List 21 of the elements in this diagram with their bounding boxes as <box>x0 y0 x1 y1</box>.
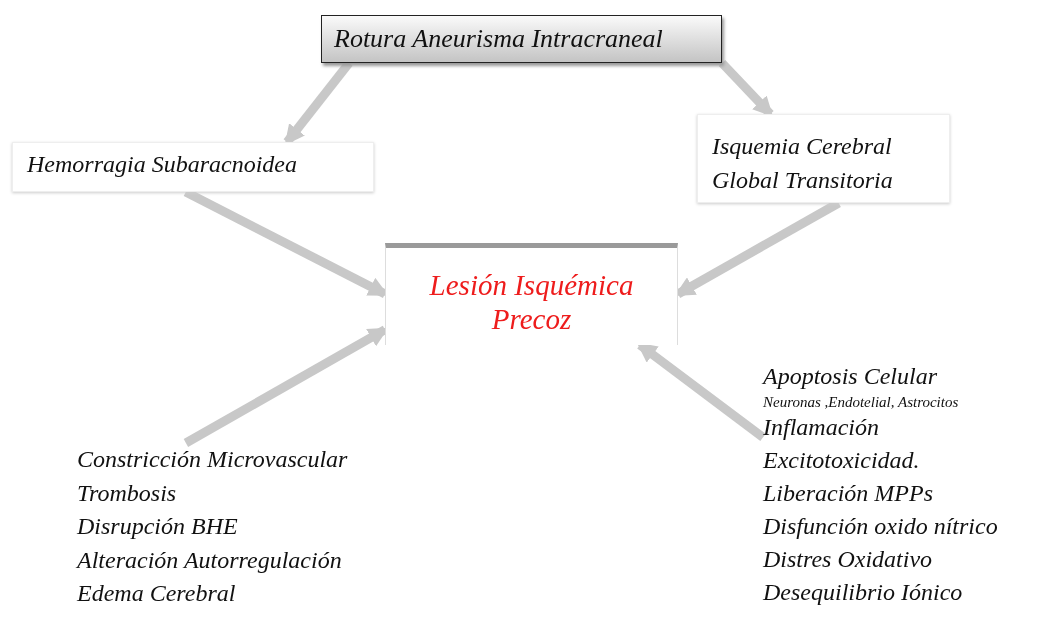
list-item: Constricción Microvascular <box>77 445 349 474</box>
process-box <box>12 142 374 192</box>
node-label: Hemorragia Subaracnoidea <box>27 151 298 178</box>
list-item: Desequilibrio Iónico <box>763 578 964 607</box>
sub-note: Neuronas ,Endotelial, Astrocitos <box>763 393 960 411</box>
list-item: Liberación MPPs <box>763 479 934 508</box>
list-item: Inflamación <box>763 413 880 442</box>
process-box <box>321 15 722 63</box>
process-box <box>697 114 950 203</box>
list-item: Excitotoxicidad. <box>763 446 921 475</box>
list-item: Trombosis <box>77 478 178 508</box>
node-label: Lesión Isquémica Precoz <box>428 268 635 336</box>
list-item: Alteración Autorregulación <box>77 545 343 575</box>
list-item: Disfunción oxido nítrico <box>763 512 999 541</box>
outcome-box <box>385 243 678 345</box>
list-item: Edema Cerebral <box>77 579 237 608</box>
list-item: Disrupción BHE <box>77 512 239 541</box>
node-label: Isquemia Cerebral Global Transitoria <box>712 132 894 195</box>
list-item: Distres Oxidativo <box>763 545 934 574</box>
list-item: Apoptosis Celular <box>763 362 938 391</box>
node-label: Rotura Aneurisma Intracraneal <box>334 24 664 54</box>
